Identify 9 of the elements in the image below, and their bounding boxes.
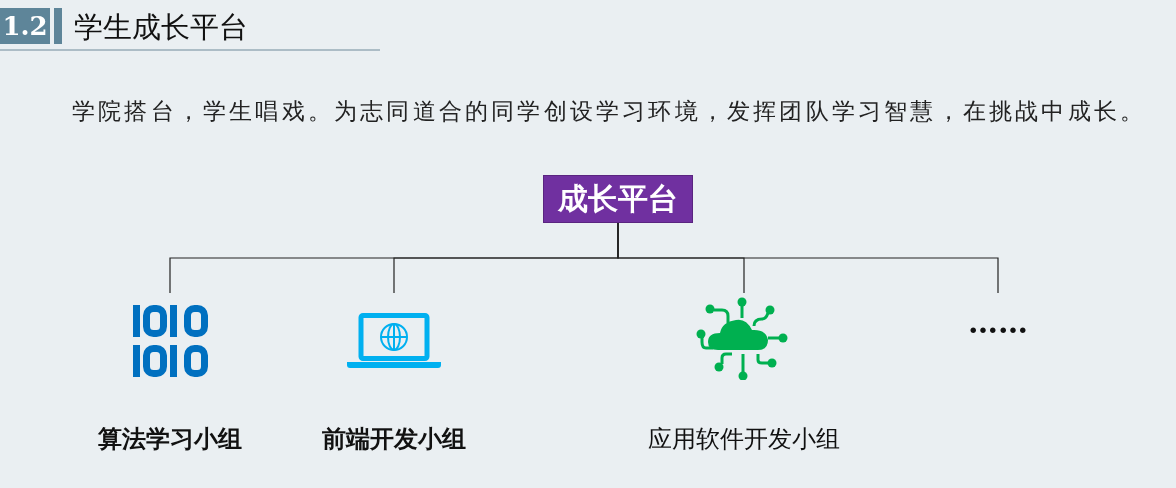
heading: 学生成长平台 (74, 10, 248, 44)
group-label: 算法学习小组 (97, 423, 243, 455)
group-label: 前端开发小组 (321, 423, 467, 455)
ellipsis: …… (967, 305, 1029, 340)
intro-paragraph: 学院搭台，学生唱戏。为志同道合的同学创设学习环境，发挥团队学习智慧，在挑战中成长。 (72, 97, 1147, 126)
root-box: 成长平台 (543, 175, 693, 223)
section-number: 1.2 (0, 8, 50, 44)
connector-line (617, 222, 999, 294)
group-label: 应用软件开发小组 (647, 424, 841, 455)
